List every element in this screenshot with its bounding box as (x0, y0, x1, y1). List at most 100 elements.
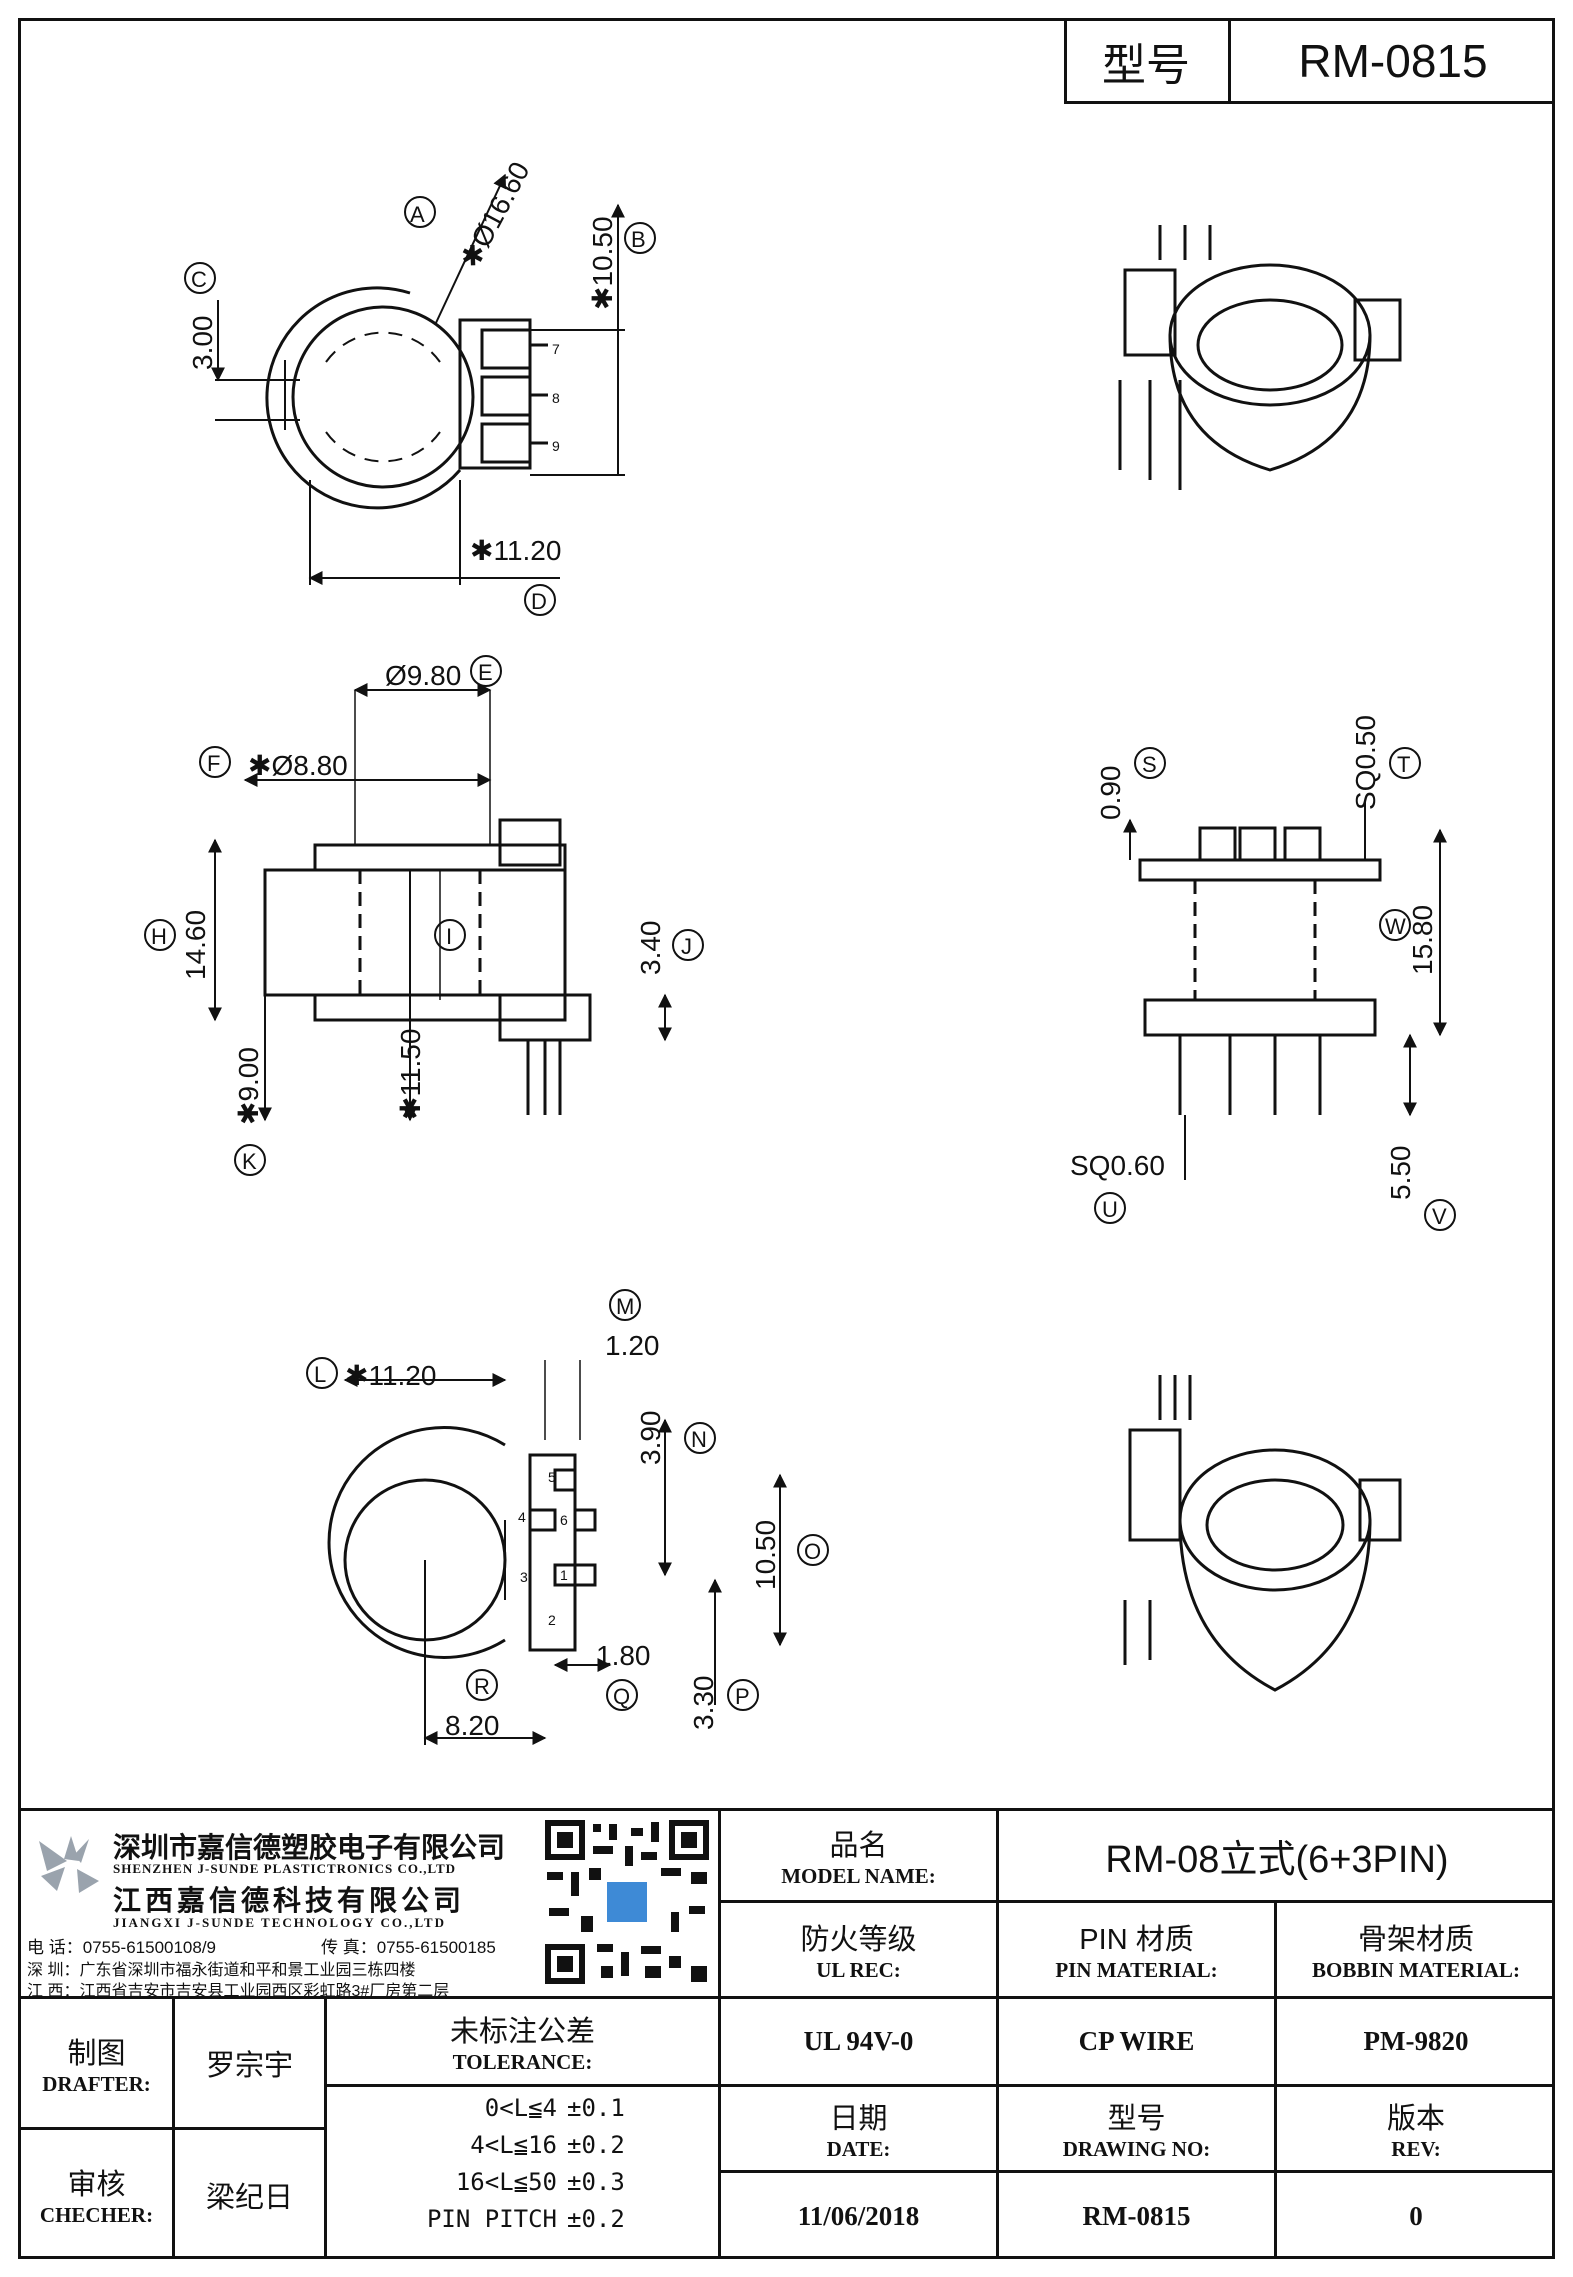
side-view-3 (1123, 800, 1447, 1180)
checker-value: 梁纪日 (205, 2181, 293, 2214)
tolerance-value: ±0.1 (567, 2094, 625, 2122)
tb-h5 (18, 2127, 324, 2130)
bobbin-material-label: 骨架材质 BOBBIN MATERIAL: (1312, 1924, 1520, 1982)
company-address-jiangxi: 江 西：江西省吉安市吉安县工业园西区彩虹路3#厂房第二层 (27, 1983, 450, 2000)
company-logo-icon (29, 1831, 109, 1901)
label-M: M (616, 1294, 634, 1319)
dim-H: 14.60 (180, 910, 211, 980)
label-C: C (191, 267, 207, 292)
balloon-U (1094, 1192, 1126, 1224)
dim-F: ✱Ø8.80 (248, 750, 348, 781)
model-name-value: RM-08立式(6+3PIN) (1105, 1839, 1449, 1881)
tb-h2 (18, 1996, 1555, 1999)
tolerance-value: ±0.3 (567, 2168, 625, 2196)
header-type-divider (1228, 18, 1231, 104)
dim-K: ✱9.00 (233, 1047, 264, 1125)
tolerance-label: 未标注公差 TOLERANCE: (449, 2016, 595, 2074)
dim-O: 10.50 (750, 1520, 781, 1590)
balloon-V (1424, 1199, 1456, 1231)
pin-6: 6 (560, 1512, 568, 1528)
dim-D: ✱11.20 (470, 535, 561, 566)
iso-view-2 (1123, 1375, 1402, 1692)
dim-L: ✱11.20 (345, 1360, 436, 1391)
model-name-label: 品名 MODEL NAME: (781, 1830, 936, 1888)
dim-R: 8.20 (445, 1710, 500, 1741)
tolerance-range: 0<L≦4 (484, 2094, 557, 2122)
drawing-no-label: 型号 DRAWING NO: (1062, 2103, 1211, 2161)
label-U: U (1102, 1197, 1118, 1222)
label-J: J (681, 934, 692, 959)
date-label: 日期 DATE: (826, 2103, 891, 2161)
balloon-N (684, 1422, 716, 1454)
balloon-B (624, 222, 656, 254)
dim-Q: 1.80 (596, 1640, 651, 1671)
balloon-F (199, 746, 231, 778)
label-T: T (1397, 752, 1410, 777)
label-N: N (691, 1427, 707, 1452)
dim-V: 5.50 (1385, 1146, 1416, 1201)
balloon-W (1379, 909, 1411, 941)
label-I: I (446, 924, 452, 949)
header-type-label: 型号 (1102, 41, 1190, 90)
drafter-value: 罗宗宇 (205, 2050, 293, 2082)
pin-3: 3 (520, 1569, 528, 1585)
label-O: O (804, 1539, 821, 1564)
technical-drawing: A ✱Ø16.60 B ✱10.50 C 3.00 ✱11.20 D Ø9.80… (144, 157, 1456, 1745)
company-name-cn-1: 深圳市嘉信德塑胶电子有限公司 (113, 1832, 506, 1863)
side-view-2 (208, 683, 672, 1122)
dim-A: ✱Ø16.60 (454, 157, 536, 273)
balloon-I (434, 919, 466, 951)
balloon-T (1389, 747, 1421, 779)
balloon-L (306, 1357, 338, 1389)
pin-material-label: PIN 材质 PIN MATERIAL: (1055, 1924, 1218, 1982)
dim-J: 3.40 (635, 921, 666, 976)
label-F: F (207, 751, 220, 776)
company-info: 深圳市嘉信德塑胶电子有限公司 SHENZHEN J-SUNDE PLASTICT… (21, 1811, 718, 2000)
company-fax: 传 真：0755-61500185 (321, 1938, 496, 1957)
balloon-O (797, 1534, 829, 1566)
label-A: A (410, 202, 425, 227)
drawing-no-value: RM-0815 (1082, 2200, 1191, 2231)
label-V: V (1432, 1204, 1447, 1229)
iso-view-1 (1118, 225, 1402, 490)
dim-B: ✱10.50 (587, 216, 618, 310)
tolerance-value: ±0.2 (567, 2131, 625, 2159)
tb-h3 (718, 2084, 1555, 2087)
pin-2: 2 (548, 1612, 556, 1628)
company-address-shenzhen: 深 圳：广东省深圳市福永街道和平和景工业园三栋四楼 (27, 1962, 416, 1979)
balloon-Q (606, 1679, 638, 1711)
balloon-H (144, 919, 176, 951)
label-P: P (735, 1684, 750, 1709)
ul-rec-label: 防火等级 UL REC: (800, 1924, 917, 1982)
label-E: E (478, 660, 493, 685)
pin-8: 8 (552, 390, 560, 406)
balloon-J (672, 929, 704, 961)
top-view-4 (327, 1360, 787, 1745)
header-type-value: RM-0815 (1298, 35, 1488, 87)
balloon-M (609, 1289, 641, 1321)
dim-P: 3.30 (688, 1676, 719, 1731)
pin-material-value: CP WIRE (1078, 2026, 1195, 2056)
label-K: K (242, 1149, 257, 1174)
label-L: L (314, 1362, 326, 1387)
dim-U: SQ0.60 (1070, 1150, 1165, 1181)
pin-7: 7 (552, 341, 560, 357)
dim-C: 3.00 (187, 316, 218, 371)
qr-code-icon (541, 1816, 713, 1988)
drafter-label: 制图 DRAFTER: (42, 2037, 151, 2096)
balloon-K (234, 1144, 266, 1176)
tolerance-value: ±0.2 (567, 2205, 625, 2233)
balloon-S (1134, 747, 1166, 779)
title-block (18, 1808, 1555, 2259)
tolerance-range: PIN PITCH (426, 2205, 557, 2233)
company-name-en-2: JIANGXI J-SUNDE TECHNOLOGY CO.,LTD (113, 1915, 446, 1930)
tolerance-range: 4<L≦16 (470, 2131, 557, 2159)
tb-v3 (1274, 1900, 1277, 2259)
dim-W: 15.80 (1407, 905, 1438, 975)
tb-v4 (172, 1996, 175, 2259)
balloon-E (470, 655, 502, 687)
label-R: R (474, 1674, 490, 1699)
pin-4: 4 (518, 1509, 526, 1525)
header-type-box (1064, 18, 1555, 104)
pin-9: 9 (552, 438, 560, 454)
